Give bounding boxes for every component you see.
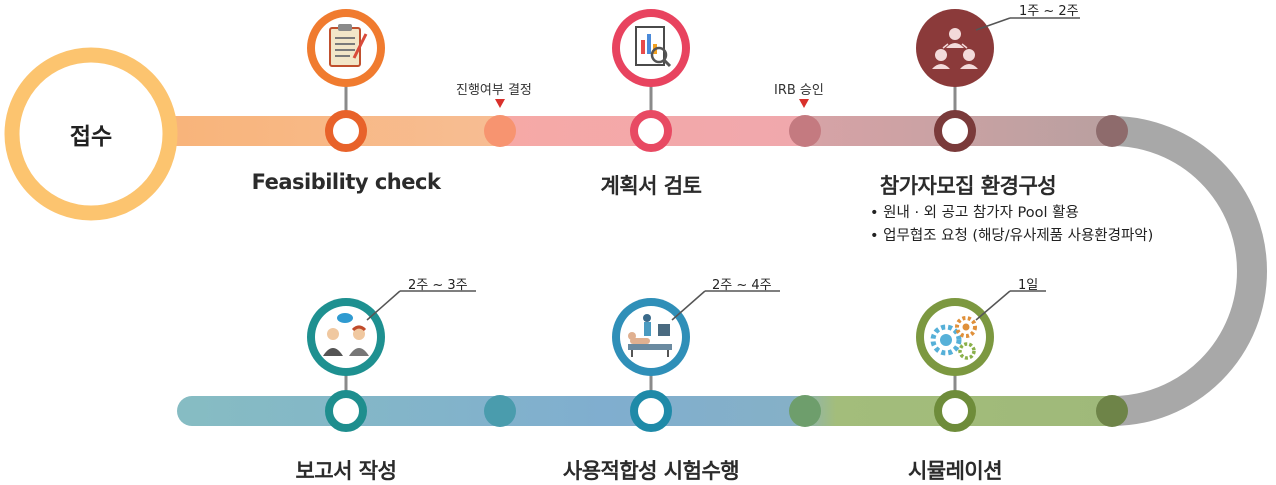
step-4-node [916,298,994,432]
duration-leader-3 [975,17,1011,31]
checkpoint-marker-1 [495,99,505,108]
document-magnifier-icon [635,26,672,68]
junction-dot-olive [1096,395,1128,427]
step-label-feasibility: Feasibility check [251,170,441,194]
junction-dot-green [789,395,821,427]
start-circle [4,47,178,221]
recruit-note-2: • 업무협조 요청 (해당/유사제품 사용환경파악) [870,228,1154,244]
duration-label-report: 2주 ~ 3주 [408,278,468,293]
checkpoint-label-irb: IRB 승인 [774,83,824,98]
step-label-usability-test: 사용적합성 시험수행 [562,459,740,483]
duration-leader-6 [366,290,401,321]
junction-dot-orange [484,115,516,147]
start-label: 접수 [69,124,113,150]
gears-icon [930,316,977,360]
duration-leader-5 [671,290,706,321]
clipboard-icon [329,24,368,67]
step-label-recruitment: 참가자모집 환경구성 [879,174,1057,198]
checkpoint-label-decision: 진행여부 결정 [456,83,532,98]
duration-label-simulation: 1일 [1018,278,1039,293]
step-label-simulation: 시뮬레이션 [907,459,1003,483]
people-network-icon [932,28,978,69]
junction-dot-mauve [789,115,821,147]
duration-leader-4 [975,290,1011,321]
step-5-node [612,298,690,432]
patient-bed-icon [628,314,672,357]
consultation-people-icon [323,313,369,356]
duration-label-recruitment: 1주 ~ 2주 [1019,4,1079,19]
step-label-plan-review: 계획서 검토 [600,174,702,198]
track-bottom-cap [177,396,207,426]
duration-label-usability-test: 2주 ~ 4주 [712,278,772,293]
checkpoint-marker-2 [799,99,809,108]
junction-dot-dark [1096,115,1128,147]
junction-dot-teal [484,395,516,427]
step-label-report: 보고서 작성 [295,459,397,483]
track-curve [1111,116,1267,426]
recruit-note-1: • 원내 · 외 공고 참가자 Pool 활용 [870,205,1079,221]
